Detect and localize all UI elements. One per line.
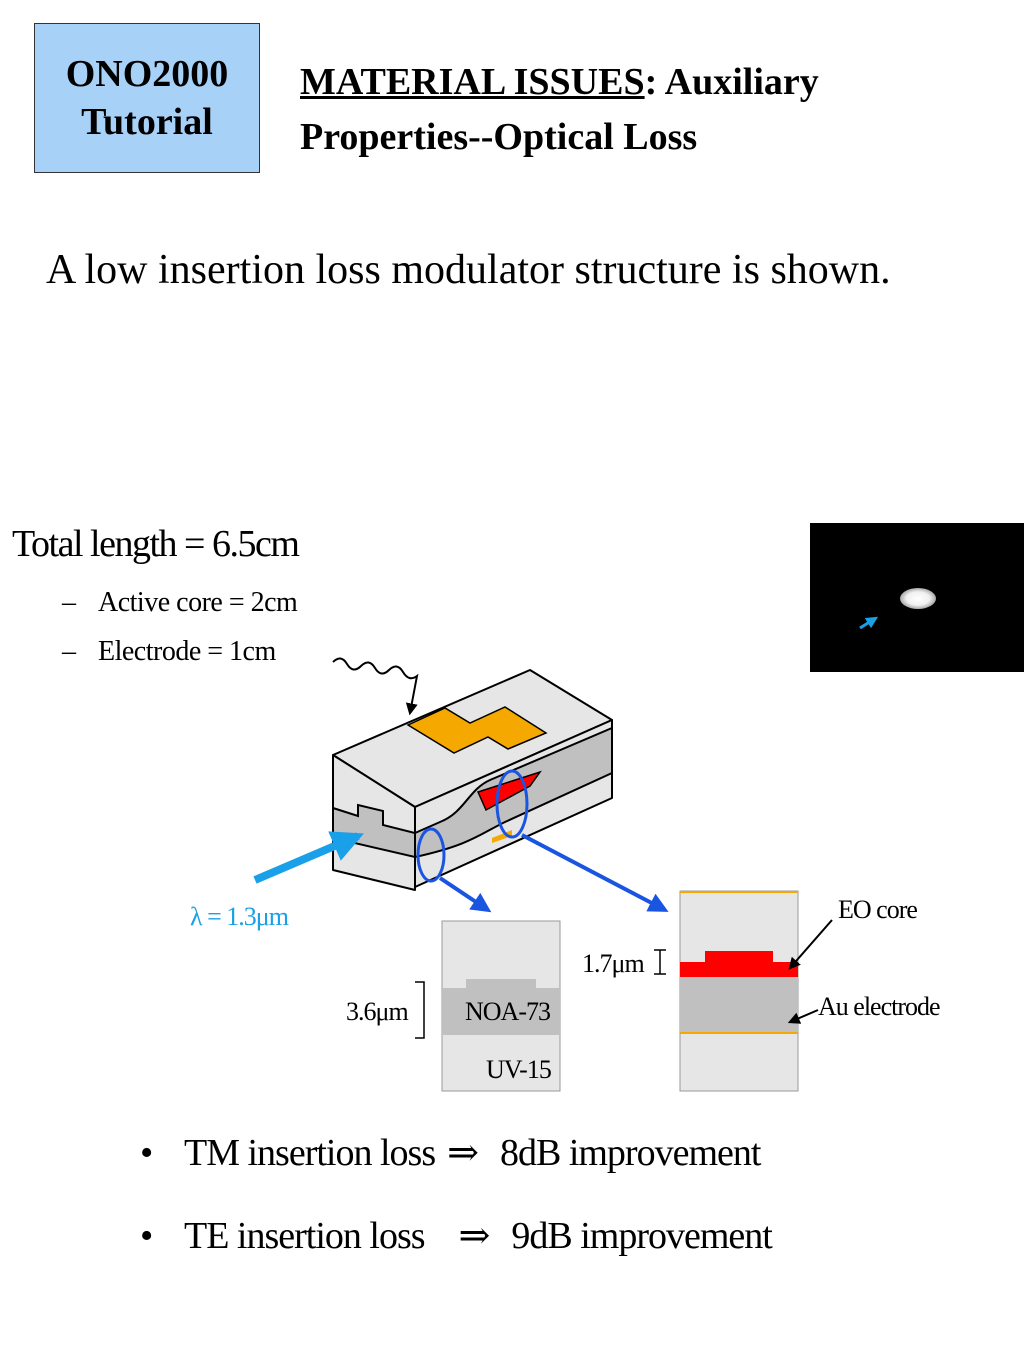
result-tm: • TM insertion loss ⇒ 8dB improvement	[140, 1130, 761, 1175]
eo-core-pointer	[788, 919, 833, 970]
result-value: 9dB improvement	[511, 1215, 772, 1257]
left-thickness-label: 3.6μm	[346, 997, 408, 1026]
au-electrode-label: Au electrode	[818, 992, 940, 1021]
result-te: • TE insertion loss ⇒ 9dB improvement	[140, 1213, 773, 1258]
wavelength-label: λ = 1.3μm	[190, 902, 289, 931]
result-label: TE insertion loss	[184, 1215, 426, 1257]
section-marker-right	[495, 769, 529, 839]
spec-dash: –	[62, 636, 76, 667]
lower-electrode-strip	[492, 830, 512, 843]
block-front-face	[332, 754, 416, 891]
block-top-face	[332, 669, 613, 808]
slide-subtitle: A low insertion loss modulator structure…	[46, 247, 891, 293]
modulation-signal-icon	[332, 657, 419, 716]
right-thickness-label: 1.7μm	[582, 949, 644, 978]
spec-dash: –	[62, 587, 76, 618]
spec-text: Electrode = 1cm	[98, 636, 276, 667]
front-cladding-layer	[332, 803, 416, 859]
spec-active-core: –Active core = 2cm	[62, 587, 298, 619]
spec-electrode: –Electrode = 1cm	[62, 636, 276, 668]
electrode-pointer	[787, 1009, 819, 1024]
lower-material-label: UV-15	[486, 1055, 551, 1084]
total-length: Total length = 6.5cm	[12, 523, 300, 565]
arrow-to-left-section-icon	[438, 876, 492, 913]
modulator-block	[332, 669, 613, 891]
thickness-bracket-right	[654, 949, 666, 975]
result-value: 8dB improvement	[499, 1132, 761, 1174]
tutorial-badge: ONO2000 Tutorial	[34, 23, 260, 173]
slide-title: MATERIAL ISSUES: Auxiliary Properties--O…	[300, 55, 1000, 165]
result-label: TM insertion loss	[184, 1132, 436, 1174]
thickness-bracket-left	[415, 981, 425, 1039]
cross-section-right	[679, 890, 799, 1092]
title-rest: : Auxiliary	[644, 61, 819, 103]
implies-arrow: ⇒	[447, 1132, 479, 1174]
title-line-2: Properties--Optical Loss	[300, 116, 698, 158]
eo-core-label: EO core	[838, 895, 917, 924]
eo-core-region	[476, 770, 542, 812]
bullet-dot: •	[140, 1215, 153, 1257]
block-right-face	[414, 719, 613, 888]
badge-line-2: Tutorial	[81, 101, 213, 143]
right-cladding-layer	[414, 726, 613, 859]
mode-spot	[900, 588, 936, 609]
cross-section-left	[441, 920, 561, 1092]
implies-arrow: ⇒	[458, 1215, 491, 1257]
section-marker-left	[416, 827, 446, 883]
arrow-to-right-section-icon	[521, 833, 669, 912]
title-underlined: MATERIAL ISSUES	[300, 61, 645, 103]
input-beam-arrow-icon	[253, 831, 364, 884]
bullet-dot: •	[140, 1132, 153, 1174]
upper-material-label: NOA-73	[465, 997, 550, 1026]
badge-line-1: ONO2000	[65, 53, 229, 95]
top-electrode	[406, 706, 548, 754]
spec-text: Active core = 2cm	[98, 587, 298, 618]
